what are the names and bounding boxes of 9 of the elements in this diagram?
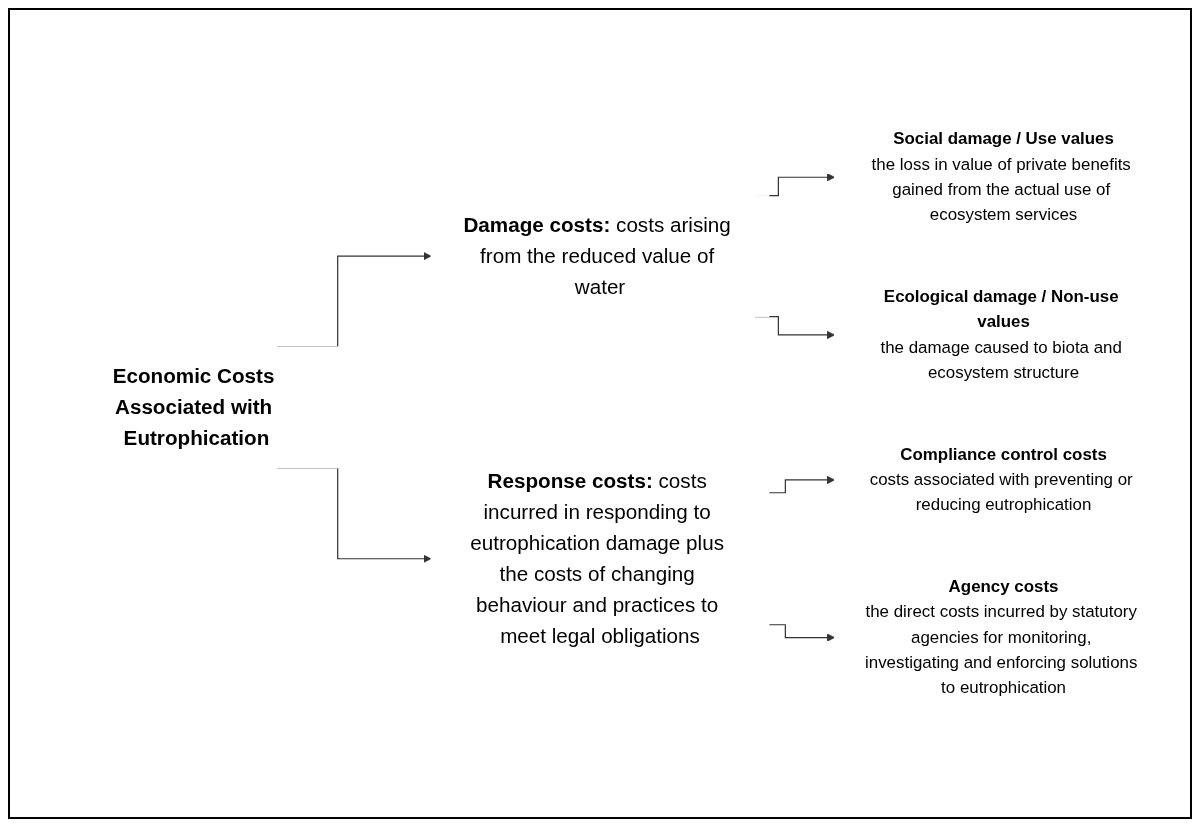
node-text: Compliance control costs costs associated with preventing or reducing eutrophication xyxy=(869,444,1133,514)
arrow xyxy=(768,475,835,494)
node-text: Response costs: costs incurred in responding to eutrophication damage plus the costs of changing behaviour and practices to meet legal obligations xyxy=(470,469,724,648)
node-text: Ecological damage / Non-use values the damage caused to biota and ecosystem structure xyxy=(880,286,1122,382)
node-text: Agency costs the direct costs incurred by statutory agencies for monitoring, investigating and enforcing solutions to eutrophication xyxy=(865,576,1138,697)
node-text: Social damage / Use values the loss in value of private benefits gained from the actual use of ecosystem services xyxy=(871,129,1131,224)
node-text: Damage costs: costs arising from the reduced value of water xyxy=(463,213,731,299)
arrow xyxy=(768,623,835,642)
frame: Economic Costs Associated with Eutrophication Damage costs: costs arising from the reduced value of water Response costs: costs incurred in responding to eutrophication damage plus the costs of changing behaviour and practices to meet legal obligations Social damage / Use values the loss in value of private benefits gained from the actual use of ecosystem services Ecological damage / Non-use values the damage caused to biota and ecosystem structure Compliance control costs costs associated with preventing or reducing eutrophication Agency costs the direct costs incurred by statutory agencies for monitoring, investigating and enforcing solutions to eutrophication xyxy=(8,8,1192,819)
